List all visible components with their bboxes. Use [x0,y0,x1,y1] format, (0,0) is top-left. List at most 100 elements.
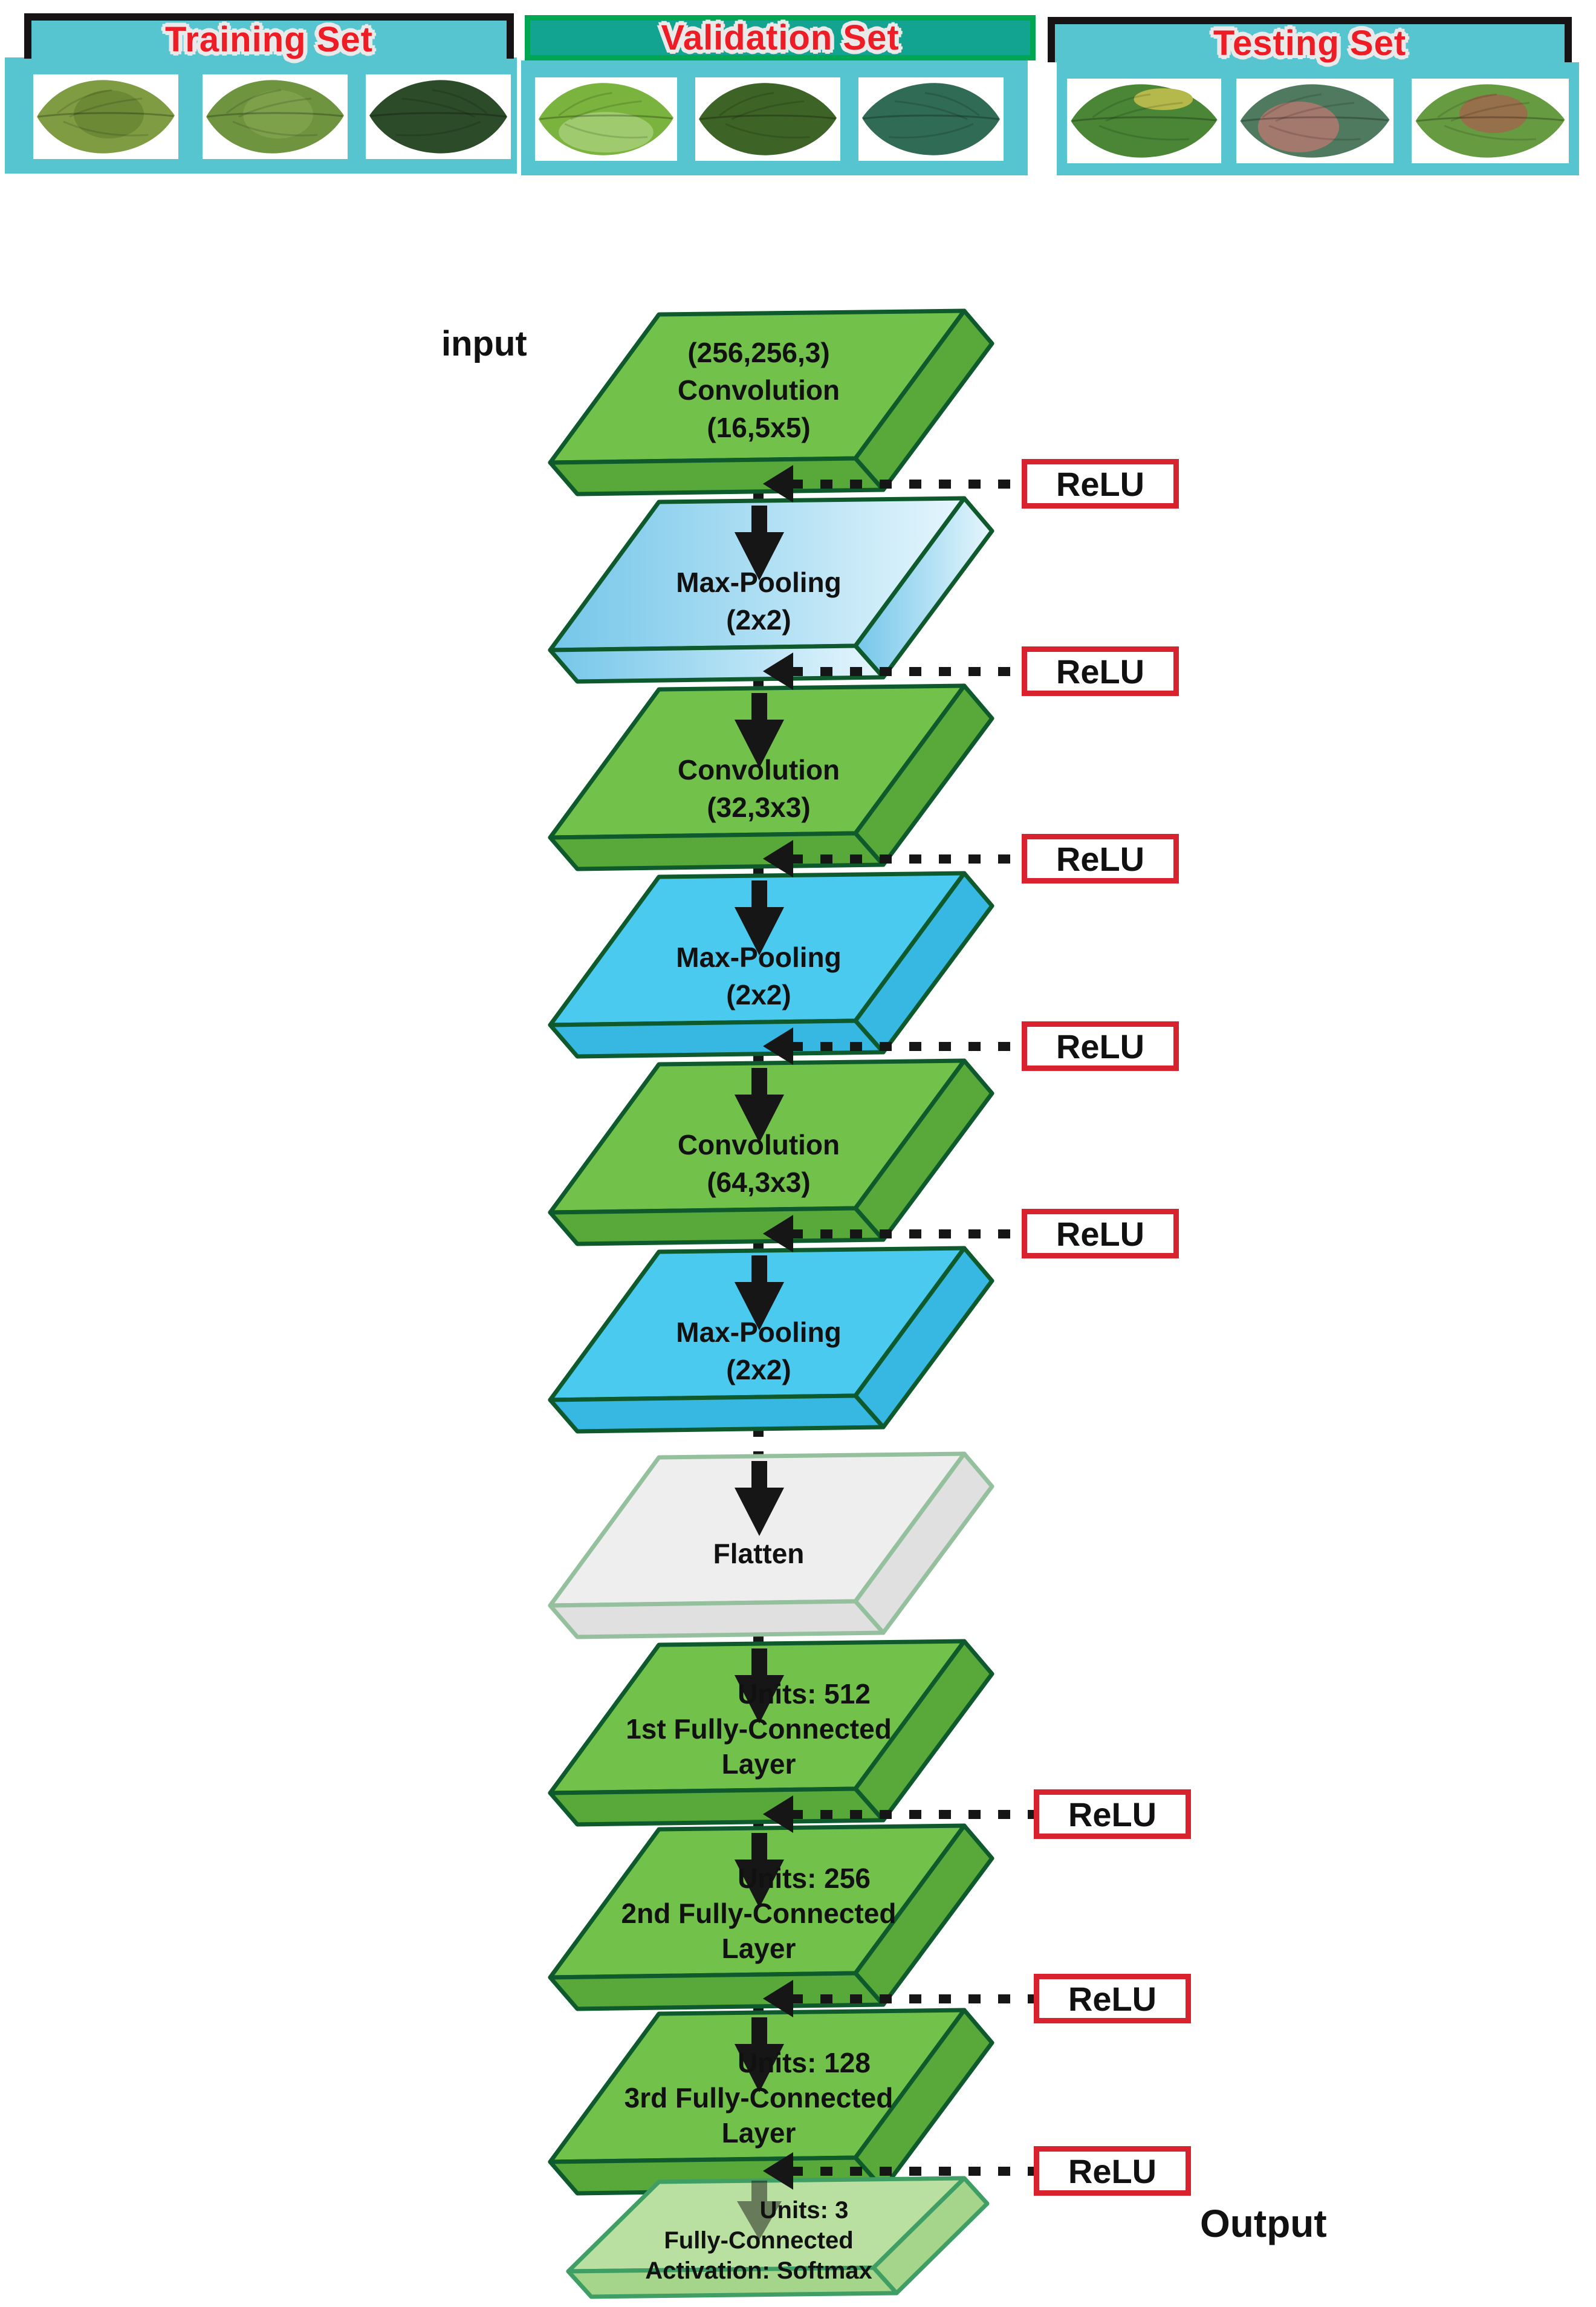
layer-line: (2x2) [726,979,791,1010]
layer-line: Layer [721,1748,796,1780]
layer-line: (16,5x5) [707,412,811,443]
relu-arrowhead-icon [763,652,793,690]
input-label: input [441,324,527,363]
layer-line: Convolution [677,754,840,786]
layer-line: (2x2) [726,604,791,636]
layer-line: Units: 128 [738,2047,871,2078]
layer-output-softmax: Units: 3 Fully-Connected Activation: Sof… [547,2176,1007,2307]
relu-dotted-line [791,2167,1034,2176]
layer-line: Max-Pooling [676,567,842,598]
relu-arrowhead-icon [763,840,793,877]
layer-max-pooling-3: Max-Pooling (2x2) [547,1246,1007,1434]
relu-box: ReLU [1034,1974,1191,2023]
down-arrow-icon [735,506,784,581]
leaf-image [535,77,677,161]
relu-arrowhead-icon [763,1215,793,1252]
slab-front-face [548,1393,886,1434]
testing-set-title: Testing Set [1213,24,1407,63]
leaf-shape [862,83,1000,155]
layer-line: Max-Pooling [676,1316,842,1348]
slab-front-face [548,1786,886,1827]
down-arrow-icon [735,1648,784,1723]
layer-line: Units: 3 [759,2197,849,2224]
leaf-shape [369,80,507,154]
leaf-image [203,74,348,159]
layer-line: Fully-Connected [664,2227,854,2254]
layer-flatten: Flatten [547,1451,1007,1639]
layer-line: 2nd Fully-Connected [621,1898,897,1929]
layer-line: (32,3x3) [707,792,811,823]
layer-line: (2x2) [726,1354,791,1385]
training-set-title: Training Set [165,20,373,59]
leaf-image [366,74,511,159]
relu-dotted-line [791,854,1022,864]
relu-label: ReLU [1056,464,1145,503]
down-arrow-icon [735,1833,784,1908]
relu-label: ReLU [1068,1979,1157,2018]
relu-label: ReLU [1068,1795,1157,1834]
relu-dotted-line [791,667,1022,676]
relu-label: ReLU [1056,1214,1145,1253]
training-set-header: Training Set [24,13,514,59]
relu-dotted-line [791,1042,1022,1051]
slab-front-face [548,643,886,684]
layer-fully-connected-3: Units: 128 3rd Fully-Connected Layer [547,2008,1007,2196]
relu-dotted-line [791,1994,1034,2003]
relu-box: ReLU [1022,834,1179,883]
leaf-shape [699,83,837,155]
slab-front-face [548,1971,886,2011]
relu-dotted-line [791,1810,1034,1819]
down-arrow-icon [735,1461,784,1536]
layer-line: Convolution [677,374,840,406]
relu-box: ReLU [1034,2146,1191,2196]
leaf-image [858,77,1004,161]
down-arrow-icon [735,880,784,955]
layer-line: 3rd Fully-Connected [624,2082,894,2113]
layer-line: Max-Pooling [676,942,842,973]
relu-box: ReLU [1022,459,1179,509]
slab-front-face [566,2265,899,2299]
layer-fully-connected-2: Units: 256 2nd Fully-Connected Layer [547,1823,1007,2011]
testing-set-header: Testing Set [1048,17,1572,63]
relu-arrowhead-icon [763,1795,793,1833]
layer-input-convolution: (256,256,3) Convolution (16,5x5) [547,308,1007,496]
leaf-image [1067,79,1221,163]
layer-line: Layer [721,1933,796,1964]
down-arrow-icon [735,1255,784,1330]
slab-front-face [548,456,886,496]
relu-arrowhead-icon [763,465,793,503]
relu-label: ReLU [1068,2152,1157,2190]
relu-box: ReLU [1022,1209,1179,1258]
relu-dotted-line [791,1229,1022,1238]
layer-line: (64,3x3) [707,1167,811,1198]
slab-front-face [548,1018,886,1059]
relu-label: ReLU [1056,652,1145,691]
leaf-image [1412,79,1569,163]
down-arrow-icon [735,693,784,768]
slab-front-face [548,1599,886,1639]
leaf-image [33,74,178,159]
layer-max-pooling-1: Max-Pooling (2x2) [547,496,1007,684]
slab-front-face [548,1206,886,1246]
layer-line: 1st Fully-Connected [626,1713,892,1745]
relu-box: ReLU [1034,1789,1191,1839]
leaf-image [1236,79,1393,163]
relu-box: ReLU [1022,646,1179,696]
validation-set-header: Validation Set [525,15,1036,60]
layer-convolution-2: Convolution (32,3x3) [547,683,1007,871]
relu-box: ReLU [1022,1021,1179,1071]
validation-set-title: Validation Set [661,18,900,57]
layer-line: Units: 512 [738,1678,871,1710]
relu-dotted-line [791,480,1022,489]
relu-arrowhead-icon [763,1027,793,1065]
layer-fully-connected-1: Units: 512 1st Fully-Connected Layer [547,1639,1007,1827]
leaf-image [695,77,840,161]
relu-label: ReLU [1056,1027,1145,1066]
layer-line: (256,256,3) [687,337,830,368]
slab-front-face [548,831,886,871]
layer-line: Activation: Softmax [645,2257,872,2284]
layer-line: Convolution [677,1129,840,1160]
relu-arrowhead-icon [763,1980,793,2017]
down-arrow-icon [735,1068,784,1143]
layer-line: Units: 256 [738,1863,871,1894]
